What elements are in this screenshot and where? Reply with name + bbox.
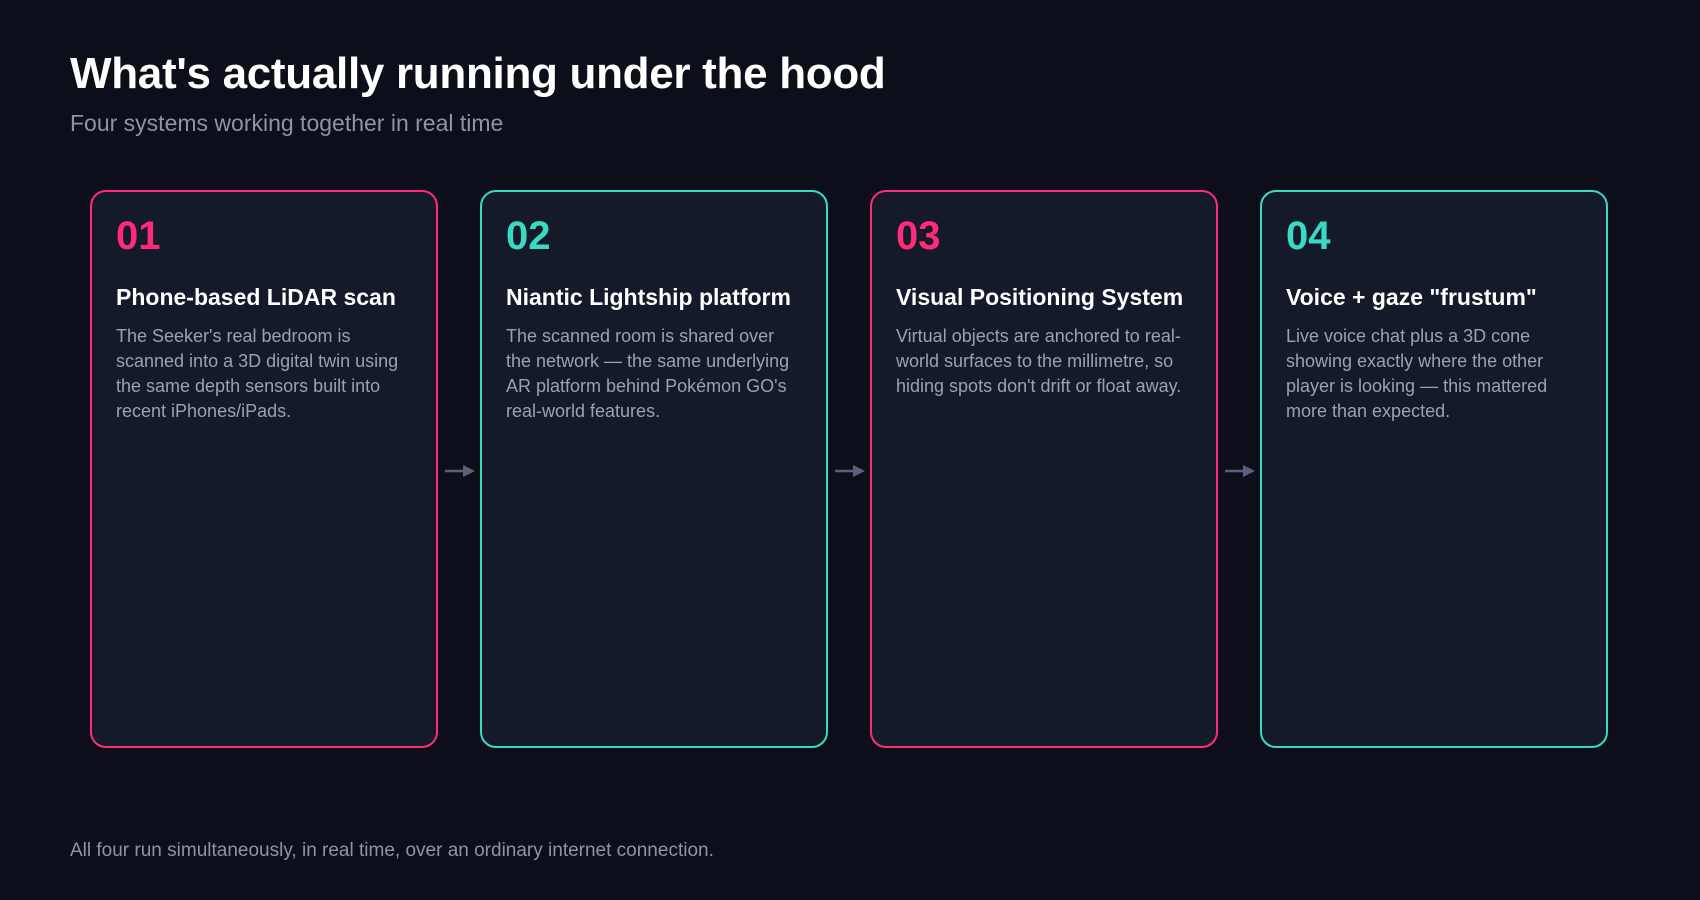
card-description: The Seeker's real bedroom is scanned int… bbox=[116, 325, 399, 421]
card-number: 01 bbox=[116, 214, 161, 258]
card-number: 04 bbox=[1286, 214, 1331, 258]
arrow-right-icon bbox=[445, 465, 475, 477]
page-subtitle: Four systems working together in real ti… bbox=[70, 110, 504, 136]
arrow-right-icon bbox=[835, 465, 865, 477]
card-lidar-scan: 01 Phone-based LiDAR scan The Seeker's r… bbox=[90, 190, 438, 748]
card-title: Phone-based LiDAR scan bbox=[116, 284, 396, 310]
card-title: Visual Positioning System bbox=[896, 284, 1184, 310]
card-visual-positioning: 03 Visual Positioning System Virtual obj… bbox=[870, 190, 1218, 748]
footer-note: All four run simultaneously, in real tim… bbox=[70, 840, 714, 861]
card-description: Virtual objects are anchored to real-wor… bbox=[896, 325, 1182, 396]
arrow-right-icon bbox=[1225, 465, 1255, 477]
card-description: The scanned room is shared over the netw… bbox=[506, 325, 790, 421]
card-voice-gaze: 04 Voice + gaze "frustum" Live voice cha… bbox=[1260, 190, 1608, 748]
card-number: 02 bbox=[506, 214, 551, 258]
page-title: What's actually running under the hood bbox=[70, 49, 886, 98]
card-title: Voice + gaze "frustum" bbox=[1286, 284, 1537, 310]
card-lightship-platform: 02 Niantic Lightship platform The scanne… bbox=[480, 190, 828, 748]
card-title: Niantic Lightship platform bbox=[506, 284, 791, 310]
card-description: Live voice chat plus a 3D cone showing e… bbox=[1286, 325, 1548, 421]
card-number: 03 bbox=[896, 214, 941, 258]
